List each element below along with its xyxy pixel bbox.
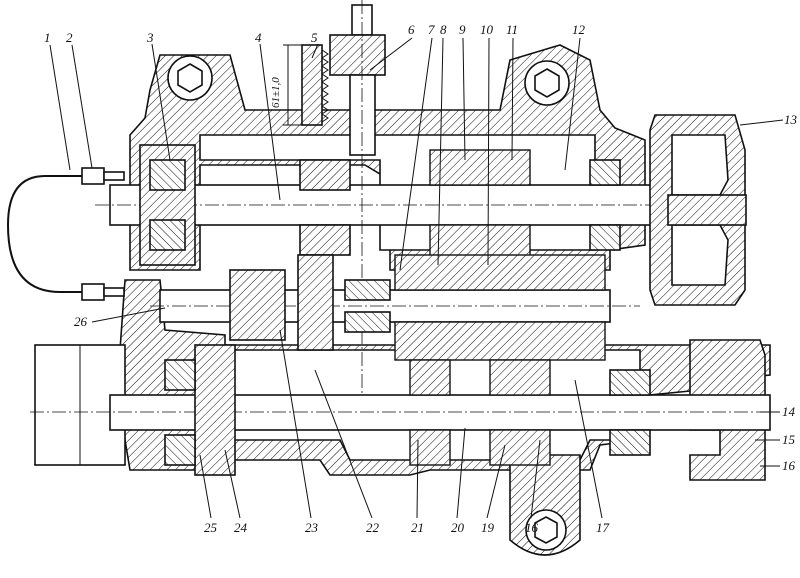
handwheel bbox=[649, 114, 747, 306]
callout-16-bottom: 16 bbox=[525, 520, 539, 535]
middle-shaft bbox=[150, 254, 640, 361]
callout-16-right: 16 bbox=[782, 458, 796, 473]
mounting-bolt-left bbox=[167, 55, 213, 101]
leader-lines bbox=[49, 37, 784, 519]
callout-12: 12 bbox=[572, 22, 586, 37]
callout-3: 3 bbox=[146, 30, 154, 45]
callout-19: 19 bbox=[481, 520, 495, 535]
callout-26: 26 bbox=[74, 314, 88, 329]
callout-10: 10 bbox=[480, 22, 494, 37]
callout-labels: 1 2 3 4 5 6 7 8 9 10 11 12 13 14 15 16 1… bbox=[44, 22, 798, 535]
rack-and-pinion bbox=[283, 0, 386, 420]
callout-13: 13 bbox=[784, 112, 798, 127]
callout-5: 5 bbox=[311, 30, 318, 45]
control-cable bbox=[6, 167, 125, 301]
callout-14: 14 bbox=[782, 404, 796, 419]
callout-2: 2 bbox=[66, 30, 73, 45]
callout-9: 9 bbox=[459, 22, 466, 37]
callout-6: 6 bbox=[408, 22, 415, 37]
callout-15: 15 bbox=[782, 432, 796, 447]
bottom-shaft bbox=[30, 344, 780, 476]
dimension-label: 61±1,0 bbox=[270, 77, 282, 108]
callout-22: 22 bbox=[366, 520, 380, 535]
mounting-bolt-right bbox=[524, 60, 570, 106]
top-shaft bbox=[95, 144, 690, 266]
callout-4: 4 bbox=[255, 30, 262, 45]
callout-17: 17 bbox=[596, 520, 610, 535]
callout-25: 25 bbox=[204, 520, 218, 535]
callout-1: 1 bbox=[44, 30, 51, 45]
callout-8: 8 bbox=[440, 22, 447, 37]
callout-23: 23 bbox=[305, 520, 319, 535]
callout-20: 20 bbox=[451, 520, 465, 535]
callout-7: 7 bbox=[428, 22, 435, 37]
callout-21: 21 bbox=[411, 520, 424, 535]
callout-24: 24 bbox=[234, 520, 248, 535]
callout-11: 11 bbox=[506, 22, 518, 37]
mounting-bolt-bottom bbox=[525, 509, 567, 551]
